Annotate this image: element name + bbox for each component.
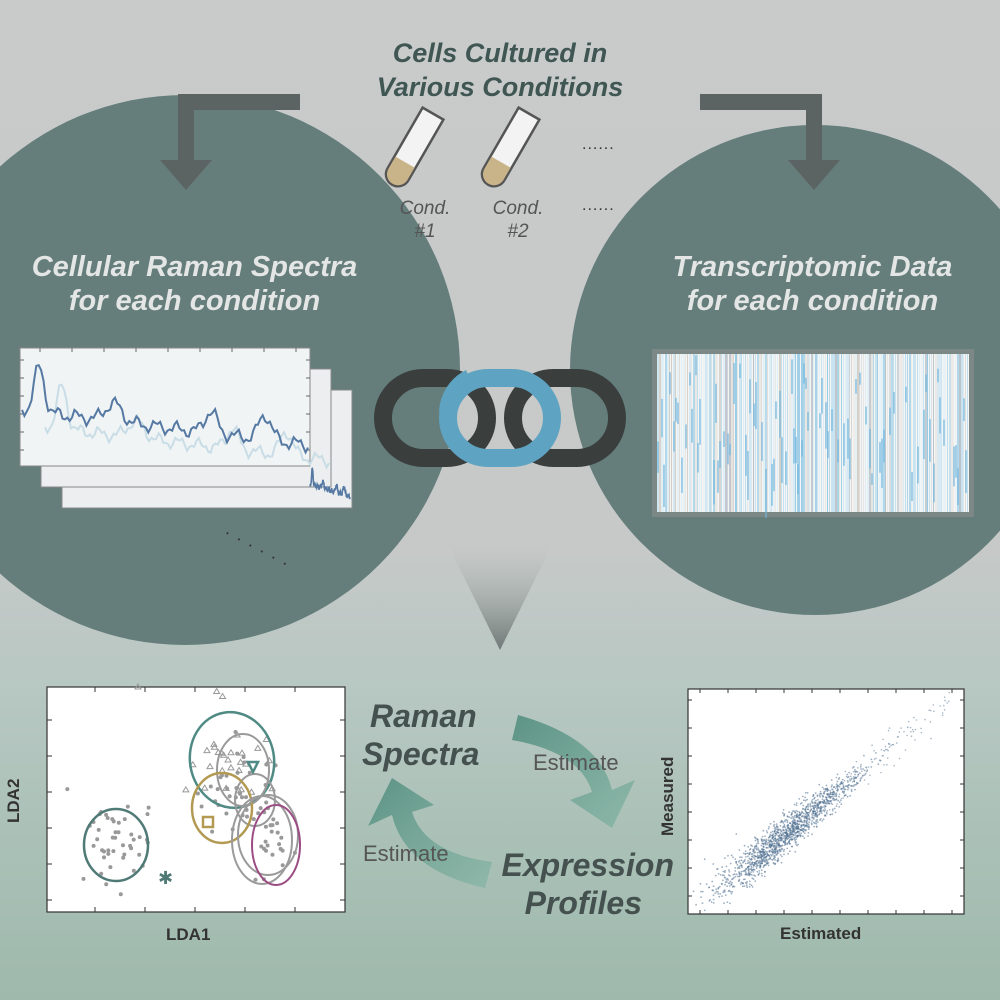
right-circle-title-line2: for each condition <box>686 285 939 317</box>
estimate-arrow-left <box>368 778 492 888</box>
test-tube-icon <box>384 105 446 188</box>
expression-profiles-label-line1: Expression <box>501 847 674 883</box>
condition-1-name: Cond. <box>399 198 451 219</box>
cluster-ellipse <box>82 807 150 883</box>
estimate-label-right: Estimate <box>533 750 619 775</box>
expression-profiles-label: Expression Profiles <box>484 846 674 922</box>
raman-spectra-label-line1: Raman <box>370 698 477 734</box>
scatter-y-axis-label: Measured <box>658 756 677 836</box>
cluster-ellipse <box>237 794 299 876</box>
transcriptome-heatmap <box>652 349 974 518</box>
expression-profiles-label-line2: Profiles <box>524 885 642 921</box>
left-bent-arrow <box>160 94 300 190</box>
more-conditions-ellipsis: ...... <box>582 197 615 214</box>
left-circle-title: Cellular Raman Spectra for each conditio… <box>2 250 387 318</box>
left-circle-title-line2: for each condition <box>68 285 321 317</box>
condition-1-number: #1 <box>414 221 436 242</box>
cluster-ellipse <box>190 771 254 845</box>
condition-2-number: #2 <box>507 221 529 242</box>
raman-spectra-label: Raman Spectra <box>362 697 479 773</box>
lda-y-axis-label: LDA2 <box>4 778 23 823</box>
estimate-label-left: Estimate <box>363 841 449 866</box>
right-circle-title: Transcriptomic Data for each condition <box>640 250 985 318</box>
right-bent-arrow <box>700 94 840 190</box>
lda-x-axis-label: LDA1 <box>166 925 211 944</box>
cluster-ellipse <box>251 804 301 886</box>
condition-2-name: Cond. <box>492 198 544 219</box>
more-conditions-ellipsis: ...... <box>582 136 615 153</box>
condition-label-1: Cond. #1 <box>385 197 465 243</box>
test-tube-icon <box>480 105 542 188</box>
cluster-ellipse <box>188 710 276 810</box>
chain-link-icon <box>374 369 626 467</box>
scatter-x-axis-label: Estimated <box>780 924 862 943</box>
estimate-arrow-right <box>512 715 635 828</box>
left-circle-title-line1: Cellular Raman Spectra <box>31 251 358 283</box>
raman-spectra-label-line2: Spectra <box>362 736 480 772</box>
top-title-line2: Various Conditions <box>376 72 624 102</box>
cluster-ellipse <box>231 795 293 885</box>
top-title: Cells Cultured in Various Conditions <box>300 36 700 104</box>
right-circle-title-line1: Transcriptomic Data <box>672 251 953 283</box>
top-title-line1: Cells Cultured in <box>392 38 608 68</box>
down-funnel-arrow <box>448 545 552 650</box>
svg-text:✱: ✱ <box>158 868 173 889</box>
lda-plot: ✱ <box>46 682 346 913</box>
estimated-vs-measured-scatter <box>687 688 965 915</box>
raman-spectra-stack <box>19 347 353 509</box>
condition-label-2: Cond. #2 <box>478 197 558 243</box>
